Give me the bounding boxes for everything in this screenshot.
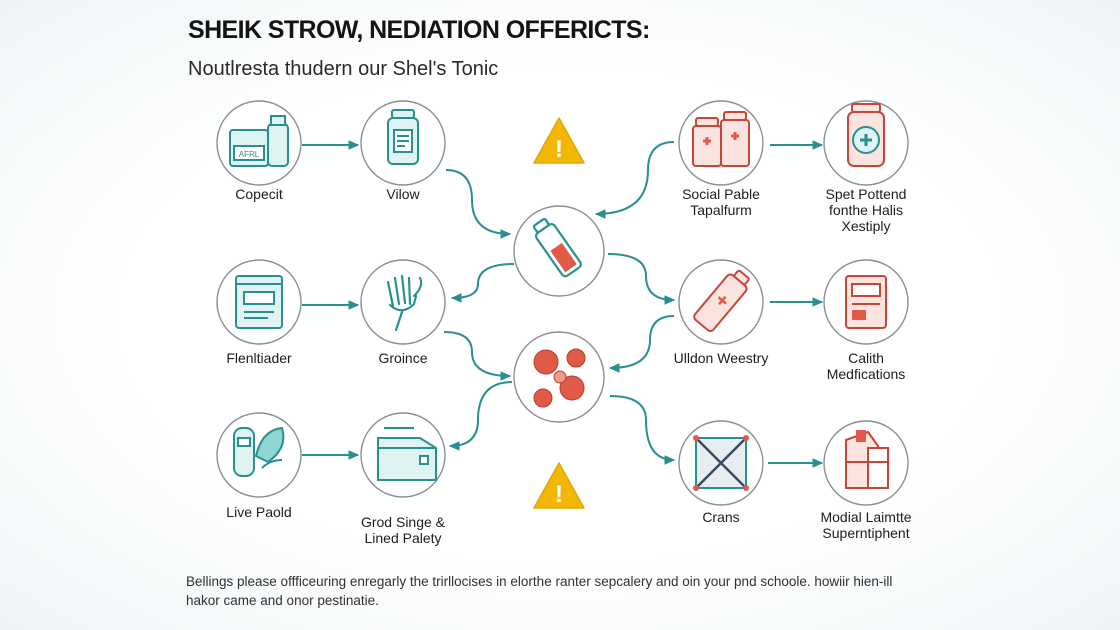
page-title: SHEIK STROW, NEDIATION OFFERICTS: — [188, 16, 650, 44]
warning-triangle-icon: ! — [533, 462, 585, 509]
node-label-copecit: Copecit — [235, 186, 283, 202]
node-label-social-pable: Social Pable Tapalfurm — [682, 186, 760, 218]
fork-hand-icon — [386, 274, 423, 332]
warning-symbol: ! — [555, 136, 563, 163]
crossed-box-icon — [693, 435, 749, 491]
arrow-vial-ulldon — [607, 253, 676, 305]
node-label-modial: Modial Laimtte Superntiphent — [820, 509, 912, 541]
stacked-boxes-icon — [377, 427, 437, 481]
medication-box-icon — [845, 275, 887, 329]
document-box-icon — [235, 275, 283, 329]
node-label-groince: Groince — [378, 350, 428, 366]
red-cells-icon — [533, 348, 586, 408]
medicine-box-bottle-icon: AFRL — [229, 115, 289, 167]
connectors — [302, 140, 824, 468]
spray-bottle-leaf-icon — [233, 426, 285, 477]
pill-bottle-icon — [387, 109, 419, 165]
arrow-groince-cells — [443, 331, 512, 381]
footnote: Bellings please offficeuring enregarly t… — [186, 574, 893, 608]
node-label-flenltiader: Flenltiader — [226, 350, 292, 366]
arrow-vial-groince — [450, 263, 515, 303]
page-subtitle: Noutlresta thudern our Shel's Tonic — [188, 58, 499, 80]
node-label-calith: Calith Medfications — [826, 350, 906, 382]
arrow-cells-crans — [609, 395, 676, 465]
node-label-crans: Crans — [702, 509, 740, 525]
gift-box-icon — [845, 430, 889, 489]
node-label-live-paold: Live Paold — [226, 504, 292, 520]
vial-icon — [532, 218, 582, 278]
arrow-cells-grod — [448, 381, 513, 451]
warning-symbol: ! — [555, 481, 563, 508]
node-label-ulldon-weestry: Ulldon Weestry — [673, 350, 769, 366]
arrow-social-vial — [594, 141, 675, 219]
medicine-bottles-cross-icon — [692, 111, 750, 167]
arrow-vilow-vial — [445, 169, 512, 239]
medication-tube-icon — [693, 269, 750, 333]
warning-triangle-icon: ! — [533, 117, 585, 164]
arrow-ulldon-cells — [608, 315, 675, 373]
svg-text:AFRL: AFRL — [239, 150, 260, 159]
node-label-vilow: Vilow — [386, 186, 420, 202]
circle-groince — [360, 259, 446, 345]
medicine-jar-cross-icon — [847, 103, 885, 167]
node-label-grod-singe: Grod Singe & Lined Palety — [360, 514, 446, 546]
node-label-spet-pottend: Spet Pottend fonthe Halis Xestiply — [825, 186, 907, 234]
